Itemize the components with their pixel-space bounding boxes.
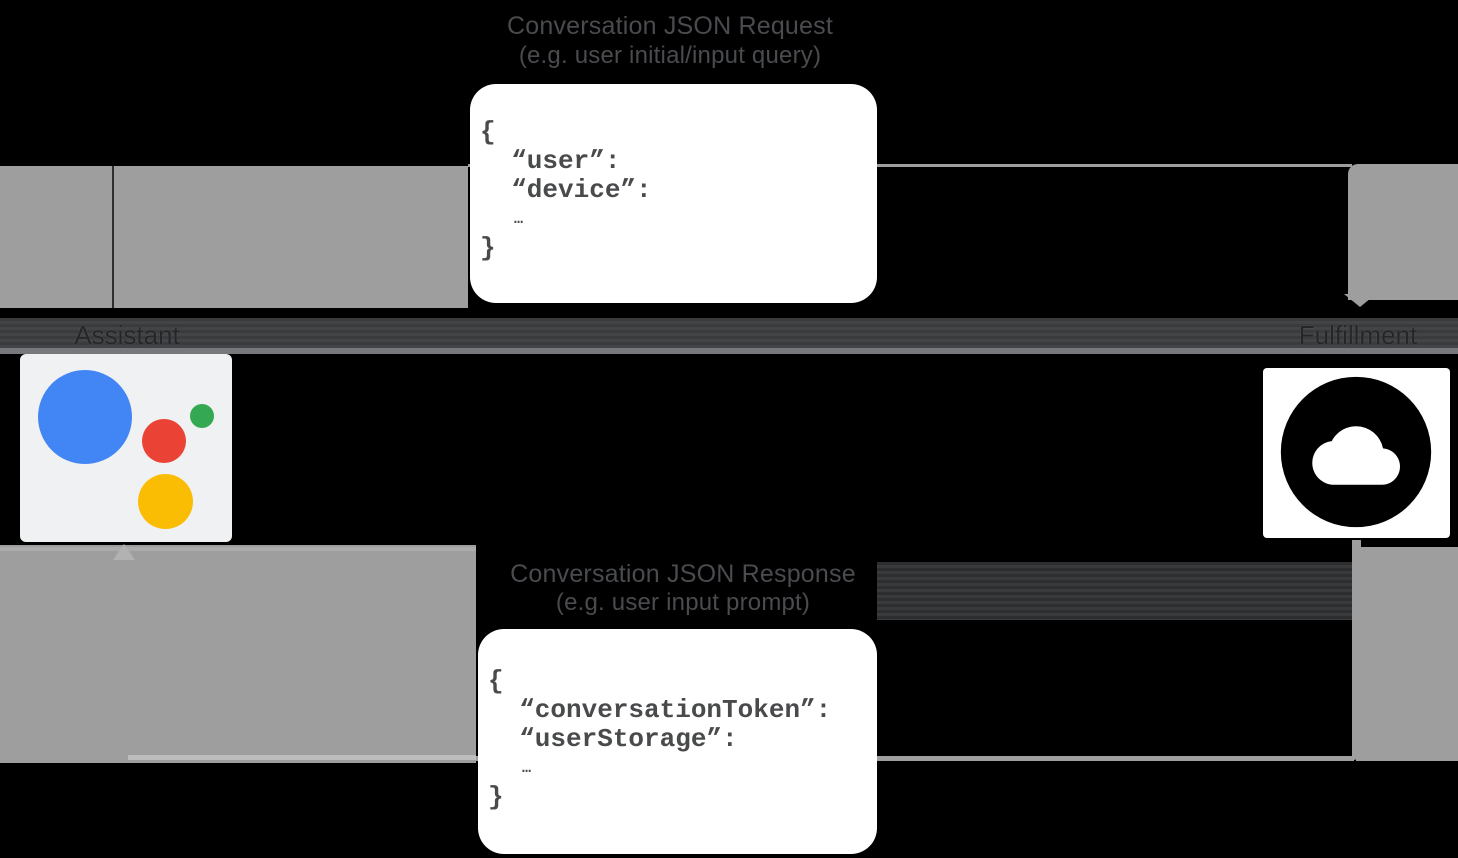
code-line: } xyxy=(488,782,504,812)
response-arrow-line-left xyxy=(128,755,476,760)
request-arrow-seam xyxy=(112,166,114,308)
code-line: “userStorage”: xyxy=(488,724,738,754)
assistant-red-circle xyxy=(142,419,186,463)
response-arrow-right-segment xyxy=(1356,547,1458,761)
request-arrowhead-icon xyxy=(1344,294,1376,307)
fulfillment-node xyxy=(1263,368,1450,538)
assistant-blue-circle xyxy=(38,370,132,464)
assistant-yellow-circle xyxy=(138,474,193,529)
code-line: “user”: xyxy=(480,146,621,176)
response-arrow-strip xyxy=(0,547,476,551)
response-json-callout: { “conversationToken”: “userStorage”: … … xyxy=(478,629,877,854)
request-arrow-line xyxy=(468,164,1352,167)
response-arrow-line-right xyxy=(476,756,1354,761)
code-line: { xyxy=(488,666,504,696)
code-line: } xyxy=(480,233,496,263)
code-line: “device”: xyxy=(480,175,652,205)
request-title: Conversation JSON Request xyxy=(507,12,833,40)
code-line-ellipsis: … xyxy=(514,211,524,228)
assistant-green-circle xyxy=(190,404,214,428)
code-line-ellipsis: … xyxy=(522,760,532,777)
request-arrow-left-segment xyxy=(0,166,468,308)
response-subtitle: (e.g. user input prompt) xyxy=(555,589,811,616)
response-arrowhead-icon xyxy=(113,544,135,560)
node-label-band xyxy=(0,318,1458,348)
response-dark-band xyxy=(877,562,1352,620)
band-underline xyxy=(0,348,1458,354)
cloud-circle-icon xyxy=(1280,376,1432,528)
request-json-callout: { “user”: “device”: … } xyxy=(470,84,877,303)
request-subtitle: (e.g. user initial/input query) xyxy=(518,42,822,69)
response-arrow-left-segment xyxy=(0,545,476,763)
request-arrow-right-segment xyxy=(1348,164,1458,300)
code-line: “conversationToken”: xyxy=(488,695,832,725)
google-assistant-icon xyxy=(20,354,232,542)
code-line: { xyxy=(480,117,496,147)
fulfillment-label: Fulfillment xyxy=(1298,320,1418,350)
assistant-label: Assistant xyxy=(74,320,180,350)
response-title: Conversation JSON Response xyxy=(510,560,856,588)
